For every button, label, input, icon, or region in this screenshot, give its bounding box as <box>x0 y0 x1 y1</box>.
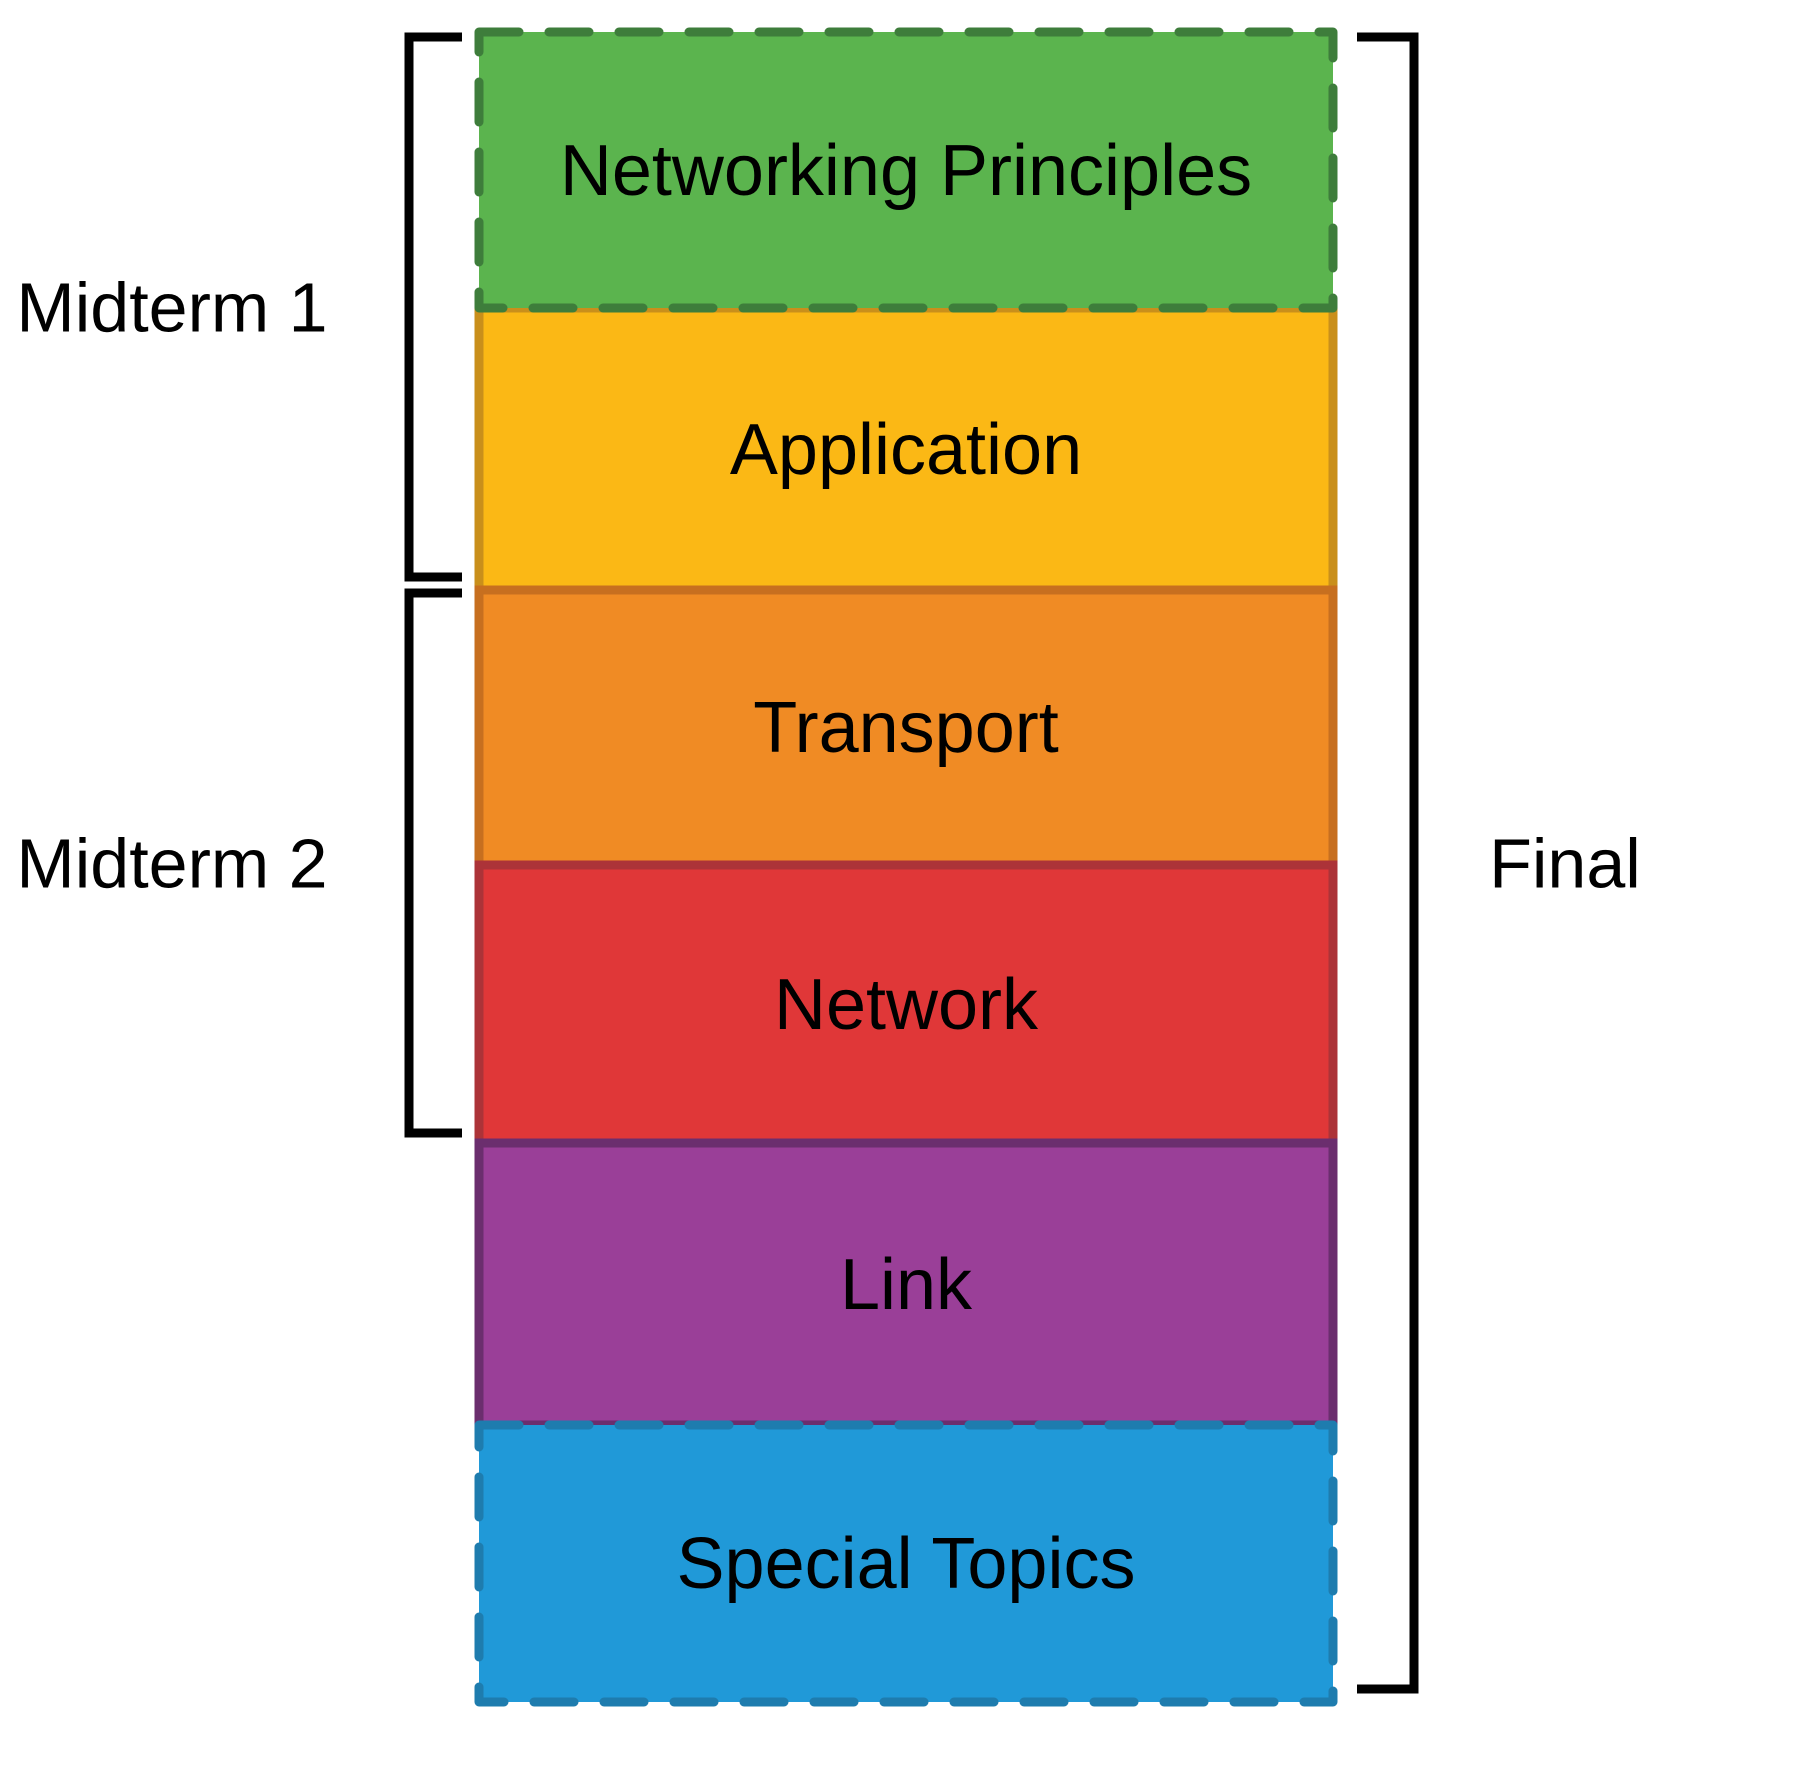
layer-box-transport <box>474 585 1338 870</box>
layer-box-application <box>474 303 1338 595</box>
midterm1-bracket <box>404 32 462 582</box>
final-label: Final <box>1489 825 1641 903</box>
layer-label-application: Application <box>730 410 1082 490</box>
layer-box-special-topics <box>474 1420 1338 1707</box>
midterm2-label: Midterm 2 <box>16 825 327 903</box>
layer-box-network <box>474 860 1338 1148</box>
layer-label-link: Link <box>840 1245 973 1325</box>
layer-label-special-topics: Special Topics <box>677 1524 1136 1604</box>
layer-box-link <box>474 1138 1338 1430</box>
layer-label-transport: Transport <box>753 688 1058 768</box>
midterm2-bracket <box>404 588 462 1138</box>
layer-label-networking-principles: Networking Principles <box>560 131 1252 211</box>
layer-box-networking-principles <box>474 27 1338 313</box>
midterm1-label: Midterm 1 <box>16 269 327 347</box>
final-bracket <box>1357 32 1419 1694</box>
layer-label-network: Network <box>774 965 1039 1045</box>
